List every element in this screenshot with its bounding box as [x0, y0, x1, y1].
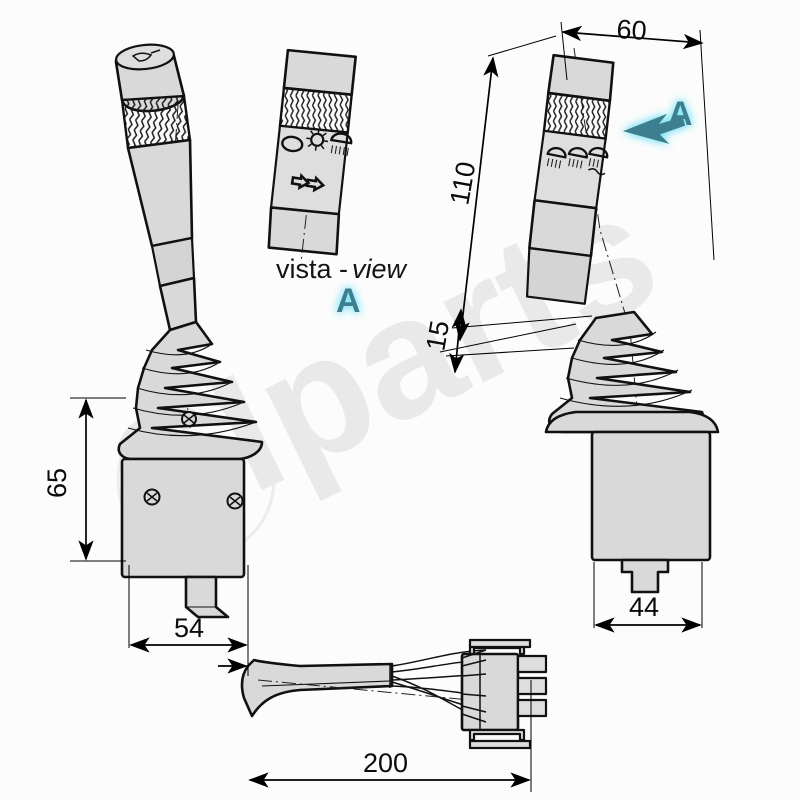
dimension-54-text: 54 — [174, 613, 204, 643]
right-tapered-shaft — [525, 247, 593, 305]
view-direction-arrow — [622, 113, 686, 144]
view-label-italic: view — [352, 254, 408, 284]
left-body-housing — [120, 457, 246, 579]
joystick-right-view — [525, 47, 720, 594]
lamp-symbol-2 — [567, 146, 588, 169]
right-body-housing — [590, 430, 712, 562]
handle-detail-view-a: vista - view A — [267, 48, 408, 320]
dimension-15-text: 15 — [420, 318, 455, 353]
left-housing-screws — [143, 411, 244, 510]
multi-pin-connector — [460, 638, 548, 750]
symbol-sun-headlight — [306, 128, 329, 151]
top-button-symbol — [131, 49, 161, 62]
lamp-symbol-1 — [546, 146, 567, 169]
cable-sheath — [240, 658, 394, 718]
dimension-60: 60 — [560, 14, 715, 261]
detail-symbol-panel — [269, 124, 349, 216]
connector-pin-1 — [516, 654, 548, 674]
connector-pin-3 — [516, 698, 548, 718]
right-lamp-symbols — [546, 146, 609, 176]
detail-lower-collar — [267, 206, 341, 256]
dimension-65-text: 65 — [42, 468, 72, 498]
left-lower-shaft — [158, 276, 198, 332]
joystick-left-view — [114, 43, 264, 619]
dimension-65: 65 — [42, 397, 126, 562]
symbol-parking-light — [281, 135, 304, 153]
dimension-200-text: 200 — [363, 748, 408, 778]
screw-top — [181, 411, 197, 427]
right-bellows-boot — [548, 310, 705, 434]
cable-harness — [240, 638, 548, 750]
screw-left — [143, 488, 161, 506]
right-symbol-panel — [533, 129, 607, 210]
dimension-110: 110 — [439, 35, 577, 353]
dimension-44: 44 — [593, 562, 703, 633]
left-bellows-boot — [117, 320, 264, 461]
connector-bottom-latch — [468, 728, 526, 742]
callout-letter: A — [668, 95, 693, 133]
left-upper-shaft — [126, 138, 194, 248]
view-label-letter: A — [336, 282, 361, 320]
connector-pin-2 — [516, 676, 548, 696]
view-label-regular: vista - — [276, 254, 348, 284]
symbol-low-beam — [329, 132, 353, 156]
dimension-110-text: 110 — [444, 159, 481, 207]
lamp-symbol-3 — [587, 146, 609, 176]
dimension-44-text: 44 — [629, 592, 659, 622]
dimension-15: 15 — [420, 308, 593, 374]
dimension-54: 54 — [128, 565, 249, 654]
view-direction-callout: A — [622, 95, 693, 144]
right-cable-stub — [620, 558, 670, 594]
right-flange — [544, 410, 720, 434]
dimension-200: 200 — [218, 632, 532, 792]
connector-bottom-tab — [468, 739, 532, 750]
dimension-60-text: 60 — [616, 14, 648, 46]
connector-top-tab — [468, 638, 532, 649]
screw-right — [226, 492, 244, 510]
left-cable-stub — [184, 575, 230, 619]
symbol-turn-indicators — [290, 173, 326, 193]
connector-body — [460, 652, 520, 732]
